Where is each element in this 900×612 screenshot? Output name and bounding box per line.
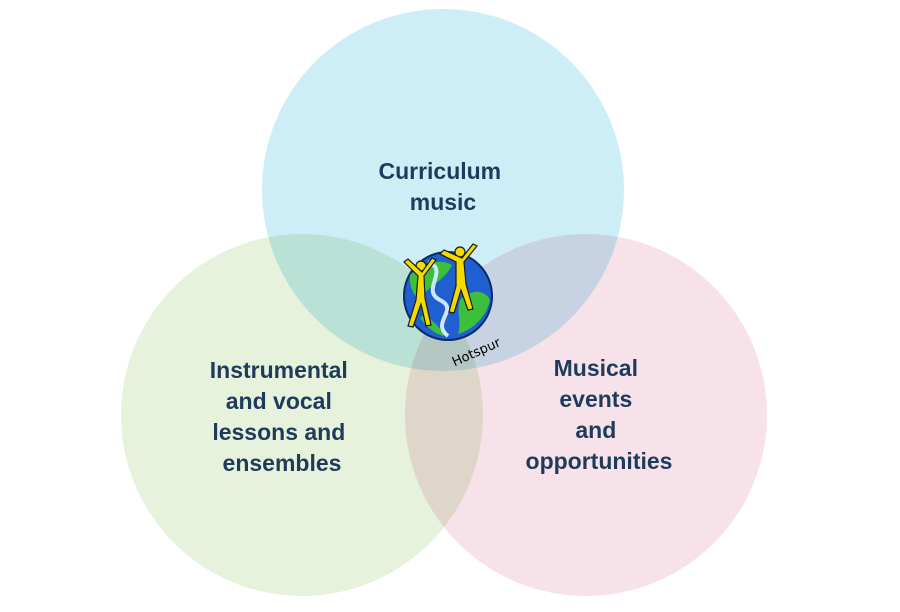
label-line: ensembles xyxy=(223,450,342,476)
label-line: events xyxy=(559,386,632,412)
logo-river xyxy=(427,260,450,338)
label-curriculum-music: Curriculum music xyxy=(378,158,507,215)
label-line: Musical xyxy=(554,355,638,381)
label-instrumental-lessons: Instrumental and vocal lessons and ensem… xyxy=(210,357,354,476)
label-line: music xyxy=(410,189,477,215)
logo-dancer-left xyxy=(403,257,437,328)
label-musical-events: Musical events and opportunities xyxy=(526,355,673,474)
label-line: lessons and xyxy=(212,419,345,445)
circle-instrumental-lessons xyxy=(121,234,483,596)
logo-globe-land xyxy=(409,261,490,336)
label-line: Instrumental xyxy=(210,357,348,383)
label-line: Curriculum xyxy=(378,158,501,184)
label-line: and vocal xyxy=(226,388,332,414)
label-line: opportunities xyxy=(526,448,673,474)
label-line: and xyxy=(575,417,616,443)
circle-musical-events xyxy=(405,234,767,596)
logo-dancer-right xyxy=(438,243,478,314)
